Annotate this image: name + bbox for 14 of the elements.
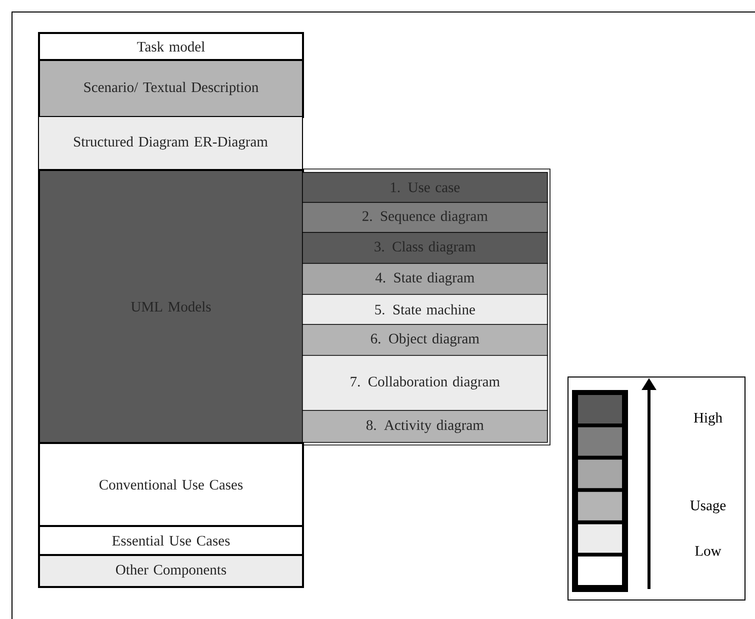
model-box: Essential Use Cases (38, 525, 304, 556)
model-box: Scenario/ Textual Description (38, 59, 304, 118)
diagram-type-box: 5. State machine (302, 294, 548, 325)
diagram-type-box: 8. Activity diagram (302, 410, 548, 443)
diagram-type-box: 6. Object diagram (302, 324, 548, 356)
model-box: Other Components (38, 554, 304, 588)
model-box: Task model (38, 32, 304, 61)
scale-label: High (694, 412, 722, 426)
scale-label: Low (695, 546, 722, 556)
scale-label: Usage (690, 500, 726, 514)
diagram-type-box: 2. Sequence diagram (302, 202, 548, 233)
diagram-type-box: 7. Collaboration diagram (302, 355, 548, 411)
model-box: Structured Diagram ER-Diagram (38, 116, 303, 170)
diagram-type-box: 4. State diagram (302, 263, 548, 295)
